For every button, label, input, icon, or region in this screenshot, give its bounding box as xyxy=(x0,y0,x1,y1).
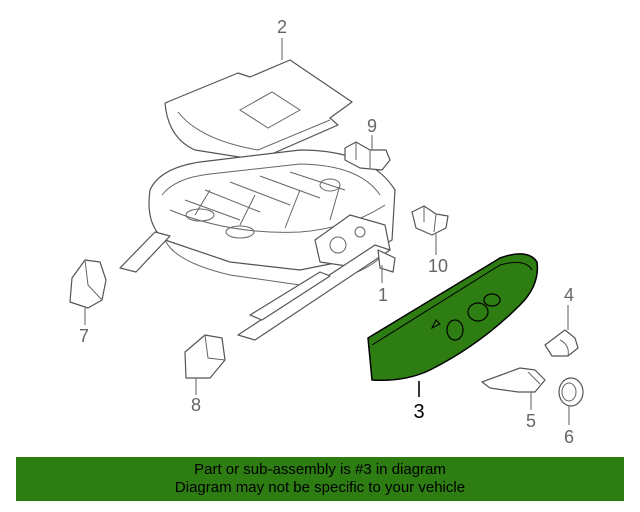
banner-line-1: Part or sub-assembly is #3 in diagram xyxy=(194,461,446,478)
part-2-cushion-pad[interactable] xyxy=(164,59,353,161)
part-5-handle[interactable] xyxy=(481,367,546,393)
callout-7: 7 xyxy=(79,326,89,346)
callout-3: 3 xyxy=(413,401,424,423)
part-3-side-shield[interactable] xyxy=(367,253,539,382)
part-9-bracket[interactable] xyxy=(344,141,391,171)
callout-6: 6 xyxy=(564,427,574,447)
part-10-bracket[interactable] xyxy=(411,205,449,236)
part-4-knob[interactable] xyxy=(544,329,579,357)
callout-4: 4 xyxy=(564,285,574,305)
seat-frame-assembly[interactable] xyxy=(119,149,396,341)
callout-2: 2 xyxy=(277,17,287,37)
callout-9: 9 xyxy=(367,116,377,136)
highlight-banner: Part or sub-assembly is #3 in diagram Di… xyxy=(16,457,624,501)
part-6-cap[interactable] xyxy=(558,377,584,407)
parts-diagram: 2 9 10 1 7 8 4 5 6 3 xyxy=(69,17,584,447)
callout-5: 5 xyxy=(526,411,536,431)
callout-1: 1 xyxy=(378,285,388,305)
banner-line-2: Diagram may not be specific to your vehi… xyxy=(174,479,466,496)
callout-8: 8 xyxy=(191,395,201,415)
callout-10: 10 xyxy=(428,256,448,276)
part-8-cover[interactable] xyxy=(184,334,226,379)
part-7-cover[interactable] xyxy=(69,259,107,309)
